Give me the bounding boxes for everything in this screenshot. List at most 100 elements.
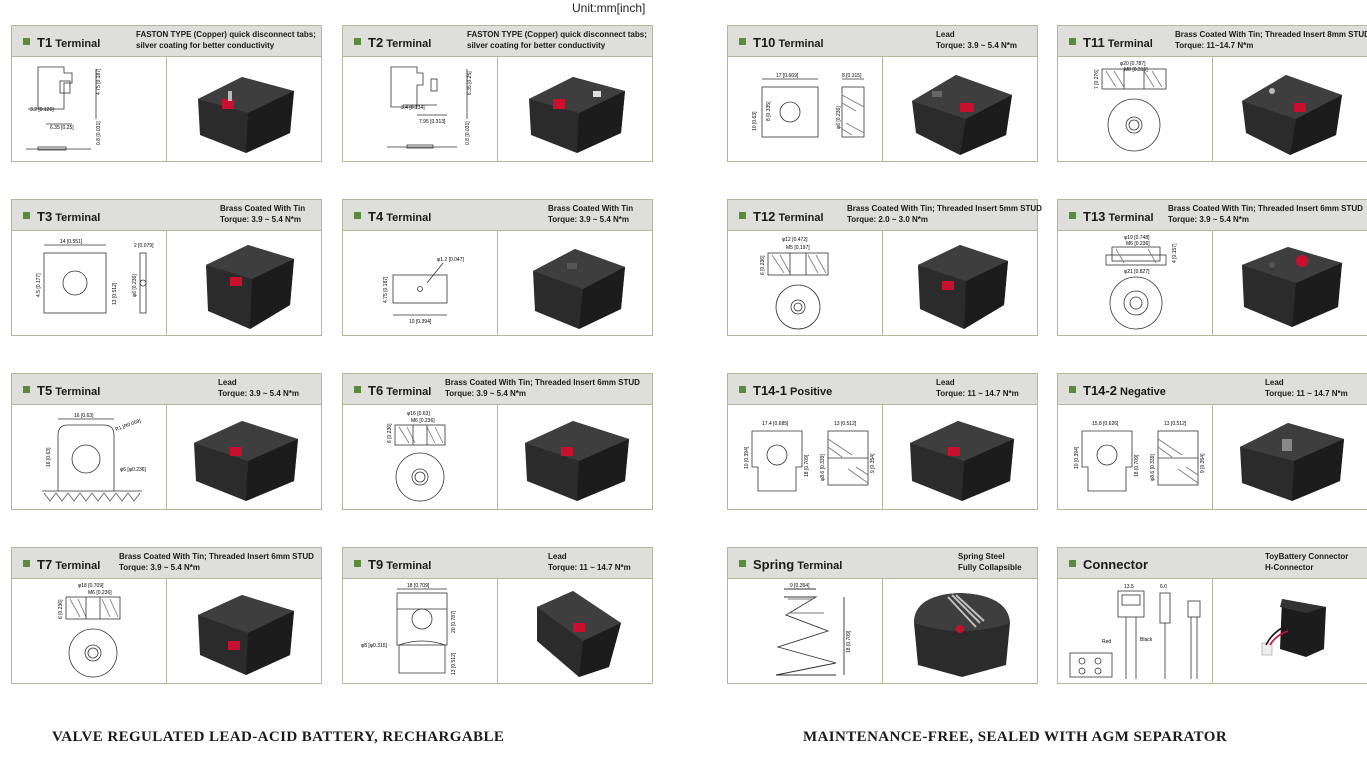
- dim-text: M8 [0.315]: [1124, 67, 1148, 73]
- dim-text: φ6 [0.236]: [132, 274, 138, 297]
- footer-left-slogan: VALVE REGULATED LEAD-ACID BATTERY, RECHA…: [52, 729, 505, 745]
- battery-image-t3: [206, 245, 294, 329]
- terminal-icon: [230, 447, 242, 456]
- terminal-name: T9 Terminal: [368, 557, 432, 572]
- dim-text: 10 [0.394]: [409, 319, 432, 325]
- dim-text: φ19 [0.748]: [1124, 235, 1150, 241]
- terminal-description: Brass Coated With Tin; Threaded Insert 6…: [119, 552, 314, 572]
- dim-text: φ8 [φ0.315]: [361, 643, 388, 649]
- technical-drawing-t9: 18 [0.709] 20 [0.787] φ8 [φ0.315] 13 [0.…: [361, 583, 457, 675]
- dim-text: 13 [0.512]: [1164, 421, 1187, 427]
- terminal-description: Brass Coated With Tin; Threaded Insert 5…: [847, 204, 1042, 224]
- dim-text: φ20 [0.787]: [1120, 61, 1146, 67]
- dim-text: 13 [0.512]: [112, 282, 118, 305]
- terminal-icon: [222, 99, 234, 109]
- terminal-card-t6: T6 Terminal Brass Coated With Tin; Threa…: [342, 373, 653, 510]
- dim-text: 16 [0.63]: [46, 447, 52, 467]
- dim-text: φ8.6 [0.339]: [820, 454, 826, 481]
- terminal-icon: [948, 447, 960, 456]
- bullet-icon: [23, 212, 30, 219]
- bullet-icon: [739, 38, 746, 45]
- dim-text: M6 [0.236]: [411, 418, 435, 424]
- dim-text: 13.5: [1124, 584, 1134, 590]
- dim-text: 7 [0.276]: [1094, 69, 1100, 89]
- technical-drawing-t7: φ18 [0.709] M6 [0.236] 6 [0.236]: [58, 583, 121, 678]
- terminal-description: Brass Coated With Tin; Threaded Insert 6…: [1168, 204, 1363, 224]
- terminal-description: FASTON TYPE (Copper) quick disconnect ta…: [467, 30, 647, 50]
- terminal-description: FASTON TYPE (Copper) quick disconnect ta…: [136, 30, 316, 50]
- dim-text: φ16 [0.63]: [407, 411, 430, 417]
- battery-image-spring: [914, 593, 1010, 677]
- bullet-icon: [739, 212, 746, 219]
- technical-drawing-spring: 9 [0.354] 18 [0.709]: [775, 583, 852, 676]
- dim-text: 9 [0.354]: [870, 453, 876, 473]
- dim-text: M5 [0.197]: [786, 245, 810, 251]
- dim-text: 4.5 [0.177]: [36, 273, 42, 297]
- terminal-name: T14-2 Negative: [1083, 383, 1166, 398]
- dim-text: 4 [0.157]: [1172, 243, 1178, 263]
- terminal-card-t1: T1 Terminal FASTON TYPE (Copper) quick d…: [11, 25, 322, 162]
- bullet-icon: [1069, 212, 1076, 219]
- terminal-name: Connector: [1083, 557, 1148, 572]
- dim-text: 9 [0.354]: [790, 583, 810, 589]
- card-header: T2 Terminal FASTON TYPE (Copper) quick d…: [343, 26, 652, 57]
- bullet-icon: [354, 212, 361, 219]
- battery-image-t9: [537, 591, 621, 677]
- terminal-icon: [553, 99, 565, 109]
- technical-drawing-t14-1: 17.4 [0.685] 13 [0.512] 10 [0.394] 18 [0…: [744, 421, 876, 492]
- terminal-icon: [228, 641, 240, 650]
- dim-text: 4.75 [0.187]: [96, 68, 102, 95]
- dim-text: 4.75 [0.187]: [383, 276, 389, 303]
- dim-text: 10 [0.63]: [752, 111, 758, 131]
- dim-text: 6.35 [0.25]: [50, 125, 74, 131]
- technical-drawing-connector: 13.5 6.0 Red Black: [1069, 584, 1201, 679]
- footer-right-slogan: MAINTENANCE-FREE, SEALED WITH AGM SEPARA…: [803, 729, 1228, 745]
- bullet-icon: [354, 386, 361, 393]
- battery-image-t11: [1242, 75, 1342, 155]
- dim-text: 3.2 [0.126]: [30, 107, 54, 113]
- technical-drawing-t14-2: 15.8 [0.626] 13 [0.512] 10 [0.394] 18 [0…: [1074, 421, 1206, 492]
- bullet-icon: [354, 38, 361, 45]
- terminal-icon: [230, 277, 242, 286]
- terminal-description: Brass Coated With Tin; Threaded Insert 6…: [445, 378, 640, 398]
- terminal-card-t7: T7 Terminal Brass Coated With Tin; Threa…: [11, 547, 322, 684]
- dim-text: 15.8 [0.626]: [1092, 421, 1119, 427]
- dim-text: M6 [0.236]: [1126, 241, 1150, 247]
- bullet-icon: [354, 560, 361, 567]
- battery-image-t14-2: [1240, 423, 1344, 501]
- card-header: T6 Terminal Brass Coated With Tin; Threa…: [343, 374, 652, 405]
- terminal-icon: [561, 447, 573, 456]
- terminal-icon: [960, 103, 974, 112]
- dim-text: 10 [0.394]: [744, 446, 750, 469]
- battery-image-t5: [194, 421, 298, 501]
- dim-text: 13 [0.512]: [451, 652, 457, 675]
- terminal-card-t11: T11 Terminal Brass Coated With Tin; Thre…: [1057, 25, 1367, 162]
- dim-text: 8 [0.335]: [766, 101, 772, 121]
- dim-text: φ12 [0.472]: [782, 237, 808, 243]
- wire-label-black: Black: [1140, 637, 1153, 643]
- terminal-name: T1 Terminal: [37, 35, 101, 50]
- connector-image: [1261, 599, 1326, 657]
- technical-drawing-t6: φ16 [0.63] M6 [0.236] 6 [0.236]: [387, 411, 446, 502]
- dim-text: M6 [0.236]: [88, 590, 112, 596]
- terminal-icon: [1282, 439, 1292, 451]
- terminal-name: T10 Terminal: [753, 35, 824, 50]
- terminal-card-t13: T13 Terminal Brass Coated With Tin; Thre…: [1057, 199, 1367, 336]
- battery-image-t6: [525, 421, 629, 501]
